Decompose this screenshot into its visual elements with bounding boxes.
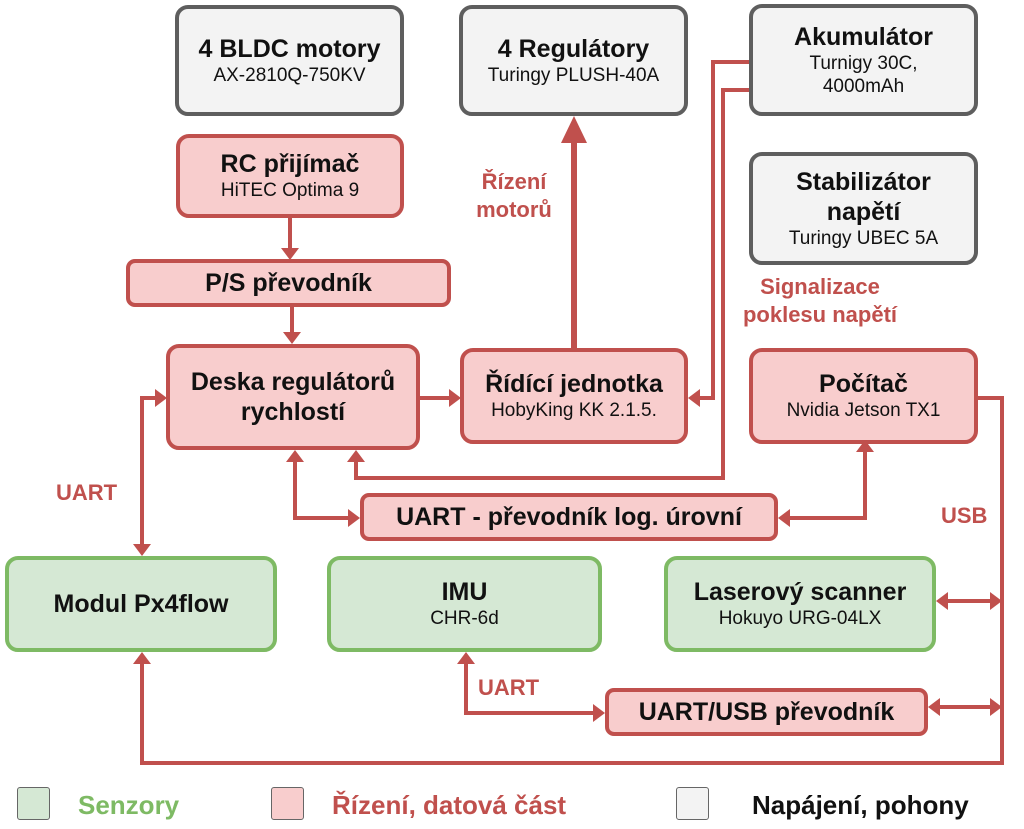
box-control-unit: Řídící jednotka HobyKing KK 2.1.5. (460, 348, 688, 444)
label-uart-imu: UART (478, 675, 540, 700)
label-uart-left: UART (56, 480, 118, 505)
box-imu: IMU CHR-6d (327, 556, 602, 652)
regulators-subtitle: Turingy PLUSH-40A (487, 64, 660, 86)
computer-title: Počítač (819, 370, 908, 399)
wire-usb-bus (977, 396, 1004, 765)
battery-title: Akumulátor (794, 22, 933, 51)
arrow-speed-control (449, 389, 461, 407)
legend-swatch-power (676, 787, 709, 820)
laser-title: Laserový scanner (693, 578, 907, 607)
arrow-speed-left (155, 389, 167, 407)
box-motors: 4 BLDC motory AX-2810Q-750KV (175, 5, 404, 116)
legend-label-control: Řízení, datová část (332, 790, 567, 820)
arrow-px4-top (133, 544, 151, 556)
label-usb: USB (941, 503, 988, 528)
box-computer: Počítač Nvidia Jetson TX1 (749, 348, 978, 444)
arrow-uartusb-in (593, 704, 605, 722)
rc-title: RC přijímač (220, 150, 360, 179)
arrow-uartlvl-left (348, 509, 360, 527)
wire-px4-to-bus (140, 664, 1002, 765)
box-regulators: 4 Regulátory Turingy PLUSH-40A (459, 5, 688, 116)
arrow-uartlvl-right (778, 509, 790, 527)
arrow-regulators (561, 116, 587, 143)
box-stabilizer: Stabilizátor napětí Turingy UBEC 5A (749, 152, 978, 265)
wire-speed-to-uartlvl (293, 462, 348, 520)
legend-label-power: Napájení, pohony (752, 790, 969, 820)
uartusb-title: UART/USB převodník (638, 698, 895, 726)
computer-subtitle: Nvidia Jetson TX1 (786, 400, 941, 422)
stabilizer-title: Stabilizátor napětí (796, 167, 931, 226)
box-battery: Akumulátor Turnigy 30C, 4000mAh (749, 4, 978, 116)
arrow-uartusb-left (928, 698, 940, 716)
arrow-battery-control (688, 389, 700, 407)
uartlvl-title: UART - převodník log. úrovní (396, 503, 742, 531)
label-motor-control: Řízení motorů (476, 169, 552, 222)
box-uart-usb-converter: UART/USB převodník (605, 688, 928, 736)
speed-title: Deska regulátorů rychlostí (190, 368, 396, 426)
wire-speed-to-px4 (140, 396, 155, 544)
arrow-laser-left (936, 592, 948, 610)
stabilizer-subtitle: Turingy UBEC 5A (788, 227, 939, 249)
legend-label-sensors: Senzory (78, 790, 180, 820)
battery-subtitle: Turnigy 30C, 4000mAh (809, 52, 918, 97)
arrow-uartusb-right (990, 698, 1002, 716)
wire-battery-to-speed (354, 404, 725, 480)
imu-subtitle: CHR-6d (430, 608, 499, 630)
laser-subtitle: Hokuyo URG-04LX (718, 608, 882, 630)
box-rc-receiver: RC přijímač HiTEC Optima 9 (176, 134, 404, 218)
arrow-imu (457, 652, 475, 664)
wire-uartlvl-to-computer (790, 452, 867, 520)
ps-title: P/S převodník (205, 269, 372, 297)
motors-subtitle: AX-2810Q-750KV (213, 64, 366, 86)
wire-battery-to-control-a (700, 60, 751, 400)
wire-battery-to-control-b (721, 88, 751, 404)
arrow-battery-speed (347, 450, 365, 462)
arrow-laser-right (990, 592, 1002, 610)
arrow-speed-from-uartlvl (286, 450, 304, 462)
box-speed-board: Deska regulátorů rychlostí (166, 344, 420, 450)
arrow-px4-bottom (133, 652, 151, 664)
control-title: Řídící jednotka (485, 370, 663, 399)
box-px4flow: Modul Px4flow (5, 556, 277, 652)
rc-subtitle: HiTEC Optima 9 (220, 180, 360, 202)
imu-title: IMU (441, 578, 488, 607)
box-laser-scanner: Laserový scanner Hokuyo URG-04LX (664, 556, 936, 652)
wire-imu-to-uartusb (464, 664, 593, 715)
motors-title: 4 BLDC motory (198, 34, 381, 63)
regulators-title: 4 Regulátory (497, 34, 650, 63)
box-ps-converter: P/S převodník (126, 259, 451, 307)
legend-swatch-control (271, 787, 304, 820)
control-subtitle: HobyKing KK 2.1.5. (491, 400, 657, 422)
px4-title: Modul Px4flow (53, 590, 229, 618)
label-voltage-signal: Signalizace poklesu napětí (742, 274, 898, 327)
arrow-computer (856, 440, 874, 452)
box-uart-level-converter: UART - převodník log. úrovní (360, 493, 778, 541)
arrow-ps-speed (283, 332, 301, 344)
arrow-rc-ps (281, 248, 299, 260)
legend-swatch-sensors (17, 787, 50, 820)
